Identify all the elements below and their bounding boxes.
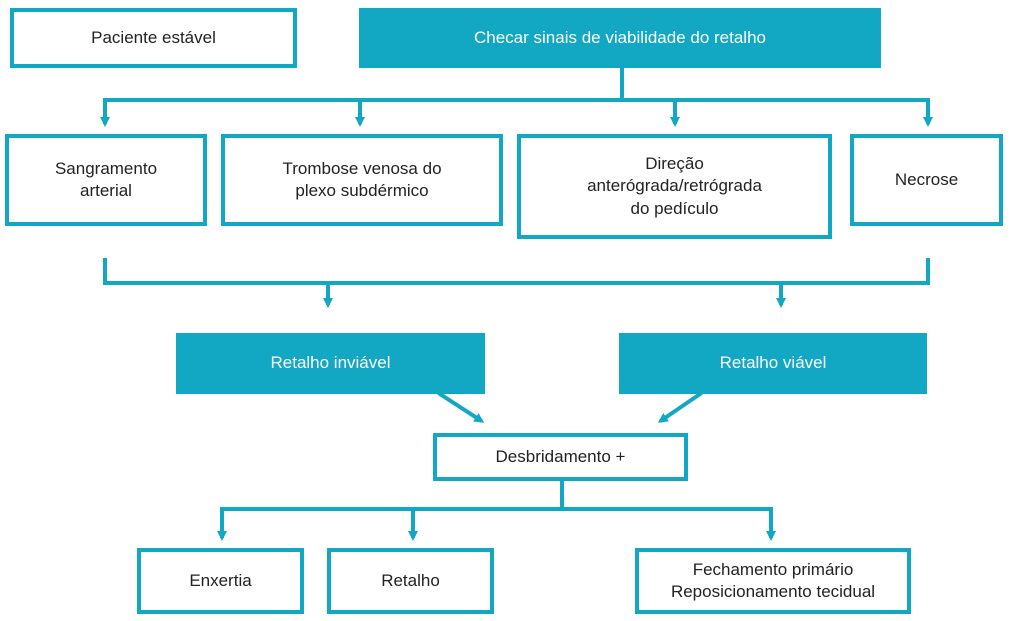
node-necrose: Necrose xyxy=(850,134,1003,226)
node-direcao-pediculo: Direção anterógrada/retrógrada do pedícu… xyxy=(517,134,832,239)
node-fechamento-primario: Fechamento primário Reposicionamento tec… xyxy=(635,548,911,614)
node-paciente-estavel: Paciente estável xyxy=(10,8,297,68)
node-enxertia: Enxertia xyxy=(137,548,304,614)
node-retalho-inviavel: Retalho inviável xyxy=(176,333,485,394)
node-desbridamento: Desbridamento + xyxy=(433,433,688,481)
node-retalho-viavel: Retalho viável xyxy=(619,333,927,394)
arrow-viavel-to-desbridamento xyxy=(657,391,703,423)
arrow-inviavel-to-desbridamento xyxy=(437,391,485,423)
node-sangramento-arterial: Sangramento arterial xyxy=(5,134,207,226)
node-retalho: Retalho xyxy=(327,548,494,614)
node-trombose-venosa: Trombose venosa do plexo subdérmico xyxy=(221,134,503,226)
node-checar-sinais: Checar sinais de viabilidade do retalho xyxy=(359,8,881,68)
